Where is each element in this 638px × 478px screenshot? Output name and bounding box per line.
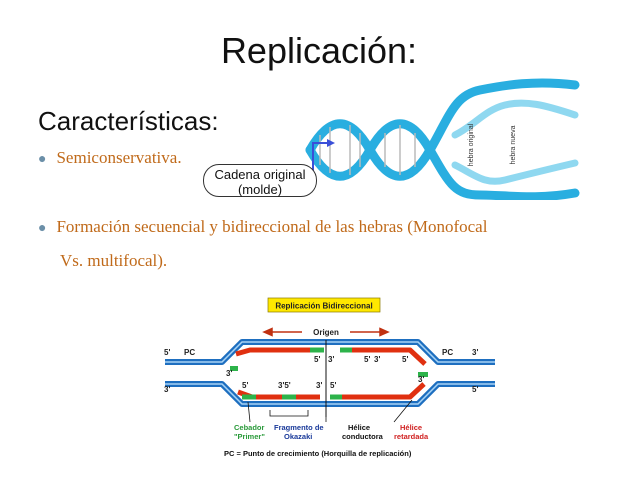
diagram-header-box	[267, 297, 381, 313]
end-label-5: 5'	[314, 355, 320, 364]
legend-primer-line-2: "Primer"	[234, 432, 265, 441]
strand-label-original: hebra original	[468, 123, 475, 166]
primers	[230, 347, 428, 400]
bullet-text: Semiconservativa.	[56, 148, 182, 167]
legend-leading-line-1: Hélice	[348, 423, 370, 432]
pc-left-label: PC	[184, 348, 195, 357]
dna-helix-illustration: hebra original hebra nueva	[305, 78, 580, 200]
end-label-5: 5'	[364, 355, 370, 364]
legend-lagging-line-1: Hélice	[400, 423, 422, 432]
end-label-3: 3'	[164, 385, 170, 394]
bullet-icon: ●	[38, 152, 47, 167]
strand-label-new: hebra nueva	[510, 125, 517, 164]
replication-fork-diagram: Replicación Bidireccional Origen PC PC 5…	[164, 297, 495, 458]
helix-base-pairs	[319, 125, 416, 175]
bullet-icon: ●	[38, 221, 47, 236]
legend-okazaki-line-1: Fragmento de	[274, 423, 324, 432]
legend-okazaki-line-2: Okazaki	[284, 432, 312, 441]
end-label-5: 5'	[472, 385, 478, 394]
end-label-3: 3'	[472, 348, 478, 357]
end-label-5: 5'	[330, 381, 336, 390]
slide-subtitle: Características:	[38, 106, 219, 136]
end-label-3: 3'	[418, 375, 424, 384]
bullet-item: ● Semiconservativa.	[38, 142, 182, 176]
bullet-item: ● Formación secuencial y bidireccional de…	[38, 211, 598, 277]
bullet-text: Formación secuencial y bidireccional de …	[56, 217, 488, 236]
template-strand-highlights	[165, 341, 495, 405]
callout-box: Cadena original (molde)	[203, 164, 317, 197]
end-label-5: 5'	[164, 348, 170, 357]
end-label-5: 5'	[402, 355, 408, 364]
diagram-header: Replicación Bidireccional	[275, 302, 372, 311]
callout-line-1: Cadena original	[214, 167, 306, 182]
legend-primer-line-1: Cebador	[234, 423, 265, 432]
end-label-3: 3'	[316, 381, 322, 390]
legend-pointers	[247, 399, 413, 423]
end-label-3: 3'	[226, 369, 232, 378]
end-label-3: 3'	[374, 355, 380, 364]
diagram-footer: PC = Punto de crecimiento (Horquilla de …	[224, 449, 412, 458]
callout-line-2: (molde)	[237, 182, 283, 197]
callout-arrow-icon	[312, 142, 327, 175]
legend-lagging-line-2: retardada	[394, 432, 429, 441]
end-label-35: 3'5'	[278, 381, 291, 390]
slide-title: Replicación:	[220, 30, 418, 71]
origin-arrow	[262, 327, 390, 337]
end-label-3: 3'	[328, 355, 334, 364]
legend-leading-line-2: conductora	[342, 432, 384, 441]
pc-right-label: PC	[442, 348, 453, 357]
end-label-5: 5'	[242, 381, 248, 390]
bullet-text-continued: Vs. multifocal).	[60, 251, 168, 270]
origin-label: Origen	[313, 328, 339, 337]
